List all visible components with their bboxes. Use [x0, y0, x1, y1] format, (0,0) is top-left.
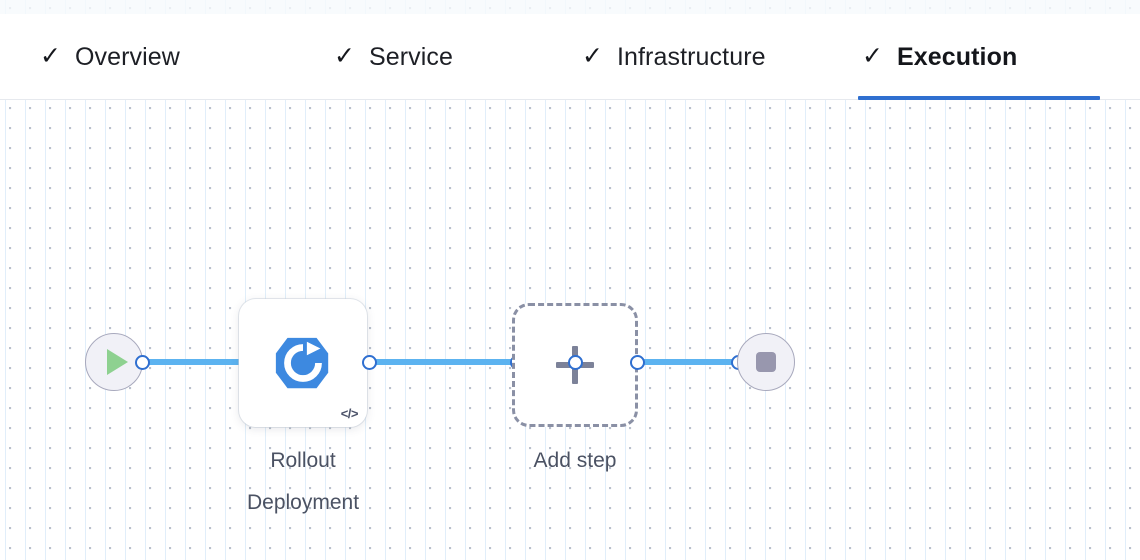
pipeline-step-tabbar: ✓ Overview ✓ Service ✓ Infrastructure ✓ … [0, 14, 1140, 100]
execution-flow-graph: </> Rollout Deployment Add step [0, 100, 1140, 560]
tab-label: Service [368, 42, 454, 71]
check-icon: ✓ [862, 41, 883, 70]
tab-label: Overview [74, 42, 180, 71]
code-icon: </> [340, 406, 359, 421]
port-add-step-output[interactable] [630, 355, 645, 370]
tab-label: Infrastructure [616, 42, 766, 71]
port-start-output[interactable] [135, 355, 150, 370]
check-icon: ✓ [582, 41, 603, 70]
end-node[interactable] [737, 333, 795, 391]
edge-task-to-add[interactable] [364, 359, 522, 365]
tab-overview[interactable]: ✓ Overview [36, 14, 212, 100]
check-icon: ✓ [40, 41, 61, 70]
rollout-deployment-icon [275, 337, 329, 389]
edge-start-to-task[interactable] [137, 359, 247, 365]
port-add-step-input[interactable] [568, 355, 583, 370]
node-label-rollout-deployment: Rollout Deployment [246, 449, 360, 514]
play-icon [106, 349, 128, 375]
tab-infrastructure[interactable]: ✓ Infrastructure [578, 14, 808, 100]
check-icon: ✓ [334, 41, 355, 70]
tab-active-underline [858, 96, 1100, 100]
node-rollout-deployment[interactable]: </> [239, 299, 367, 427]
canvas-top-strip [0, 0, 1140, 14]
stop-icon [756, 352, 776, 372]
tab-label: Execution [896, 42, 1018, 71]
port-task-input[interactable] [362, 355, 377, 370]
node-label-add-step: Add step [533, 449, 617, 472]
tab-service[interactable]: ✓ Service [330, 14, 482, 100]
edge-add-to-end[interactable] [632, 359, 744, 365]
tab-execution[interactable]: ✓ Execution [858, 14, 1100, 100]
